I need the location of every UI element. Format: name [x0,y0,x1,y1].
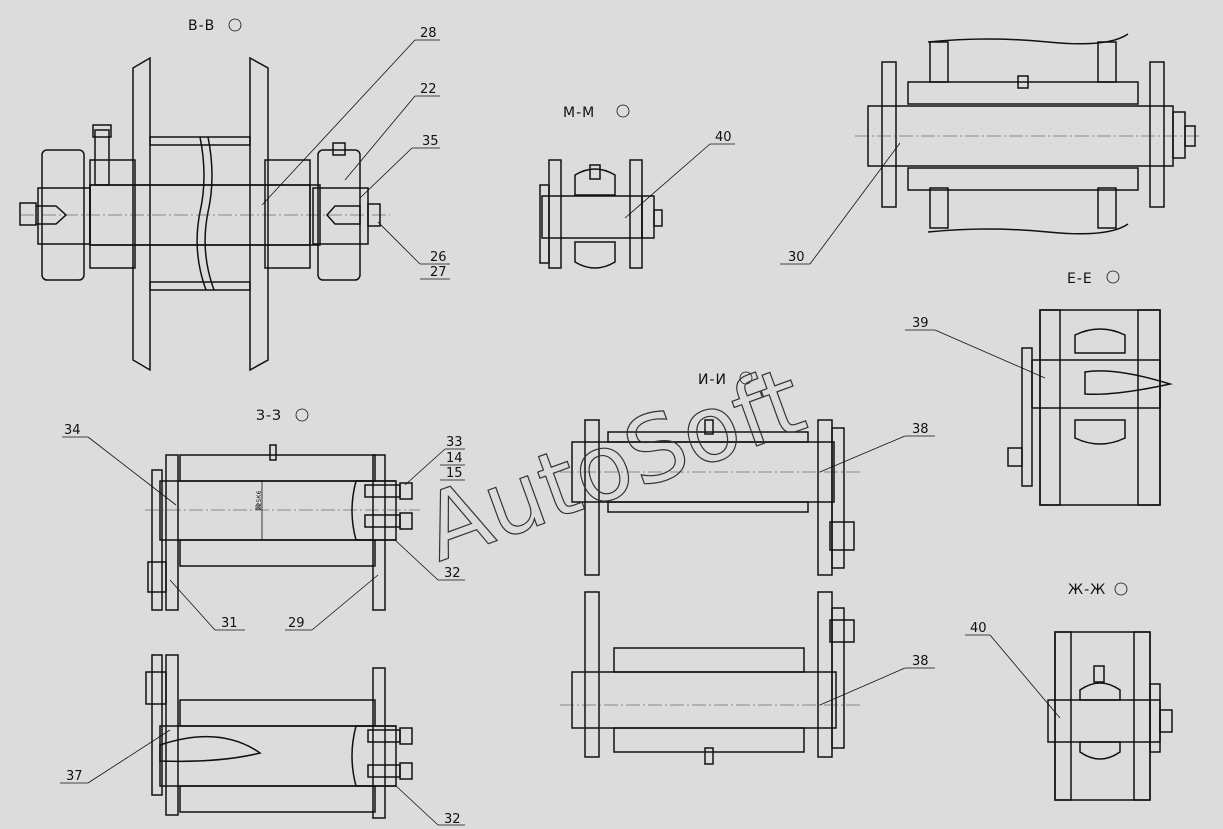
section-zz: З-З ø25К6 f9 34 33 14 15 32 31 29 [62,408,465,631]
section-mm-title: М-М [563,105,595,121]
rotation-icon [616,104,630,118]
section-zhzh-title: Ж-Ж [1068,582,1106,598]
section-mm: М-М 40 [539,104,735,269]
bushing-shaft [159,480,397,541]
callout-28: 28 [420,26,437,41]
callout-29: 29 [288,616,305,631]
callout-15: 15 [446,466,463,481]
tolerance-dim: f9 [255,504,262,510]
rotation-icon [1114,582,1128,596]
axle [541,195,643,239]
callout-35: 35 [422,134,439,149]
plate-right [249,56,269,372]
section-bottom-left: 37 32 [60,654,465,827]
rotation-icon [1106,270,1120,284]
section-ii: И-И 38 [560,371,935,576]
section-ee: Е-Е 39 [905,270,1173,506]
section-bottom-middle: 38 [560,591,935,765]
callout-14: 14 [446,451,463,466]
section-vv-title: В-В [188,18,215,34]
callout-38: 38 [912,422,929,437]
callout-31: 31 [221,616,238,631]
rotation-icon [295,408,309,422]
section-vv: В-В 28 22 35 [19,18,450,372]
callout-40-lower: 40 [970,621,987,636]
callout-26: 26 [430,250,447,265]
callout-38-lower: 38 [912,654,929,669]
rotation-icon [228,18,242,32]
callout-22: 22 [420,82,437,97]
callout-30: 30 [788,250,805,265]
section-zz-title: З-З [256,408,282,424]
section-ee-title: Е-Е [1067,271,1093,287]
callout-39: 39 [912,316,929,331]
watermark: AutoSoft [410,347,818,583]
wheel-left [41,149,85,281]
section-zhzh: Ж-Ж 40 [965,582,1173,801]
callout-33: 33 [446,435,463,450]
rotation-icon [739,371,753,385]
callout-32: 32 [444,566,461,581]
callout-32-lower: 32 [444,812,461,827]
callout-37: 37 [66,769,83,784]
section-ii-title: И-И [698,372,727,388]
diameter-dim: ø25К6 [256,490,263,510]
plate-left [132,56,151,372]
section-top-right: 30 [780,33,1200,265]
grease-fitting [94,129,110,186]
callout-34: 34 [64,423,81,438]
bolt-head [19,202,37,226]
callout-40: 40 [715,130,732,145]
callout-27: 27 [430,265,447,280]
